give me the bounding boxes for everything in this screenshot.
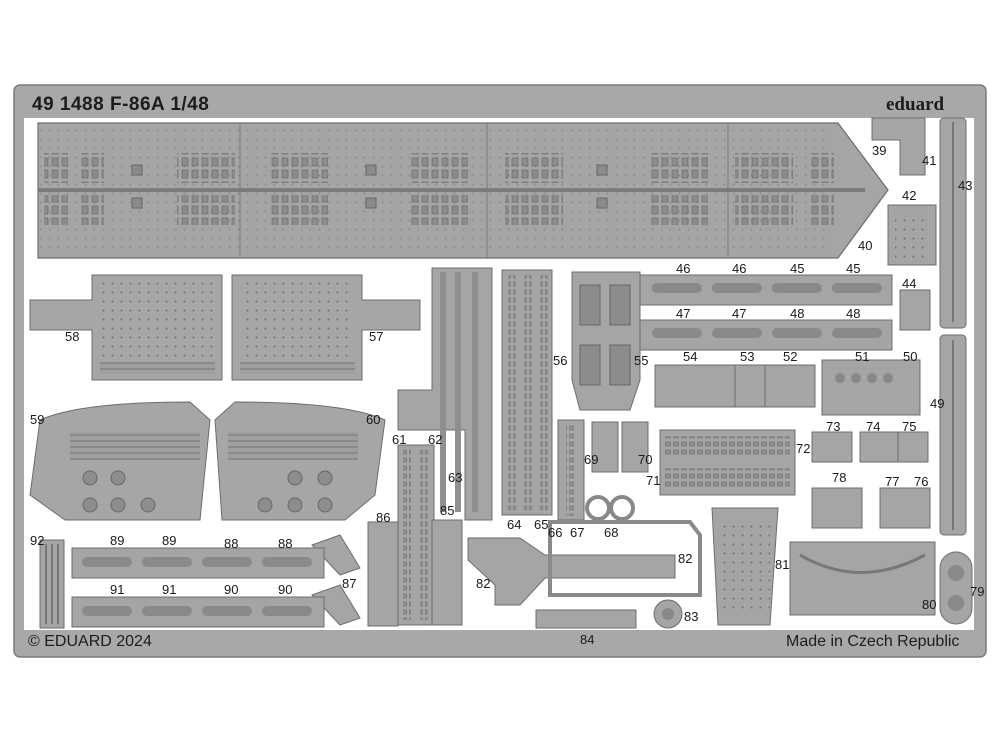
part-87 — [311, 534, 361, 626]
part-number: 45 — [846, 261, 861, 276]
part-number: 92 — [30, 533, 45, 548]
part-number: 49 — [930, 396, 945, 411]
part-number: 48 — [846, 306, 861, 321]
part-number: 89 — [162, 533, 177, 548]
part-68 — [585, 495, 635, 521]
part-82 — [467, 520, 702, 606]
part-57 — [231, 274, 421, 381]
part-number: 41 — [922, 153, 937, 168]
part-number: 74 — [866, 419, 881, 434]
part-number: 39 — [872, 143, 887, 158]
part-number: 81 — [775, 557, 790, 572]
part-79 — [939, 551, 973, 625]
part-number: 46 — [732, 261, 747, 276]
copyright-text: © EDUARD 2024 — [28, 633, 152, 650]
part-number: 67 — [570, 525, 585, 540]
part-59 — [29, 401, 211, 521]
part-number: 52 — [783, 349, 798, 364]
part-number: 82 — [678, 551, 693, 566]
part-number: 61 — [392, 432, 407, 447]
part-number: 77 — [885, 474, 900, 489]
part-number: 86 — [376, 510, 391, 525]
part-55-56 — [571, 271, 641, 411]
part-44 — [899, 289, 931, 331]
part-number: 70 — [638, 452, 653, 467]
part-number: 54 — [683, 349, 698, 364]
part-number: 79 — [970, 584, 985, 599]
part-88-91 — [71, 547, 325, 628]
part-number: 90 — [278, 582, 293, 597]
part-number: 68 — [604, 525, 619, 540]
part-number: 91 — [110, 582, 125, 597]
part-49 — [939, 334, 967, 536]
part-number: 64 — [507, 517, 522, 532]
part-64-65-strips — [501, 269, 553, 516]
part-number: 76 — [914, 474, 929, 489]
part-number: 80 — [922, 597, 937, 612]
part-45-48-rails — [639, 274, 893, 351]
part-84 — [535, 609, 637, 629]
part-number: 48 — [790, 306, 805, 321]
part-number: 87 — [342, 576, 357, 591]
part-number: 56 — [553, 353, 568, 368]
brand-logo: eduard — [886, 94, 945, 115]
part-number: 85 — [440, 503, 455, 518]
part-number: 78 — [832, 470, 847, 485]
part-81 — [711, 507, 779, 626]
part-number: 46 — [676, 261, 691, 276]
part-number: 91 — [162, 582, 177, 597]
part-top-panel — [37, 122, 889, 259]
part-number: 59 — [30, 412, 45, 427]
part-number: 42 — [902, 188, 917, 203]
part-number: 47 — [732, 306, 747, 321]
part-number: 82 — [476, 576, 491, 591]
part-number: 43 — [958, 178, 973, 193]
part-39-41 — [871, 117, 926, 176]
part-number: 45 — [790, 261, 805, 276]
part-43 — [939, 117, 967, 329]
part-number: 89 — [110, 533, 125, 548]
part-69-70 — [591, 421, 649, 473]
part-number: 55 — [634, 353, 649, 368]
fret-title: 49 1488 F-86A 1/48 — [32, 94, 210, 115]
part-number: 65 — [534, 517, 549, 532]
part-number: 50 — [903, 349, 918, 364]
part-number: 75 — [902, 419, 917, 434]
part-85 — [431, 519, 463, 626]
part-61-62-strips — [367, 444, 435, 627]
part-50-54 — [654, 359, 921, 416]
part-number: 88 — [278, 536, 293, 551]
part-83 — [653, 599, 683, 629]
part-number: 72 — [796, 441, 811, 456]
part-number: 58 — [65, 329, 80, 344]
part-number: 63 — [448, 470, 463, 485]
part-66-67-strips — [557, 419, 585, 521]
part-71-72 — [659, 429, 796, 496]
part-number: 83 — [684, 609, 699, 624]
part-number: 53 — [740, 349, 755, 364]
part-42 — [887, 204, 937, 266]
part-number: 57 — [369, 329, 384, 344]
part-number: 71 — [646, 473, 661, 488]
part-number: 62 — [428, 432, 443, 447]
part-92 — [39, 539, 65, 629]
part-number: 66 — [548, 525, 563, 540]
part-number: 69 — [584, 452, 599, 467]
part-number: 60 — [366, 412, 381, 427]
part-number: 51 — [855, 349, 870, 364]
part-80 — [789, 541, 936, 616]
part-58 — [29, 274, 223, 381]
part-number: 90 — [224, 582, 239, 597]
origin-text: Made in Czech Republic — [786, 633, 960, 650]
part-63-strips — [397, 267, 493, 521]
part-number: 44 — [902, 276, 917, 291]
part-number: 73 — [826, 419, 841, 434]
part-number: 47 — [676, 306, 691, 321]
part-number: 88 — [224, 536, 239, 551]
part-number: 84 — [580, 632, 595, 647]
part-60 — [214, 401, 386, 521]
part-73-78 — [811, 431, 931, 529]
part-number: 40 — [858, 238, 873, 253]
